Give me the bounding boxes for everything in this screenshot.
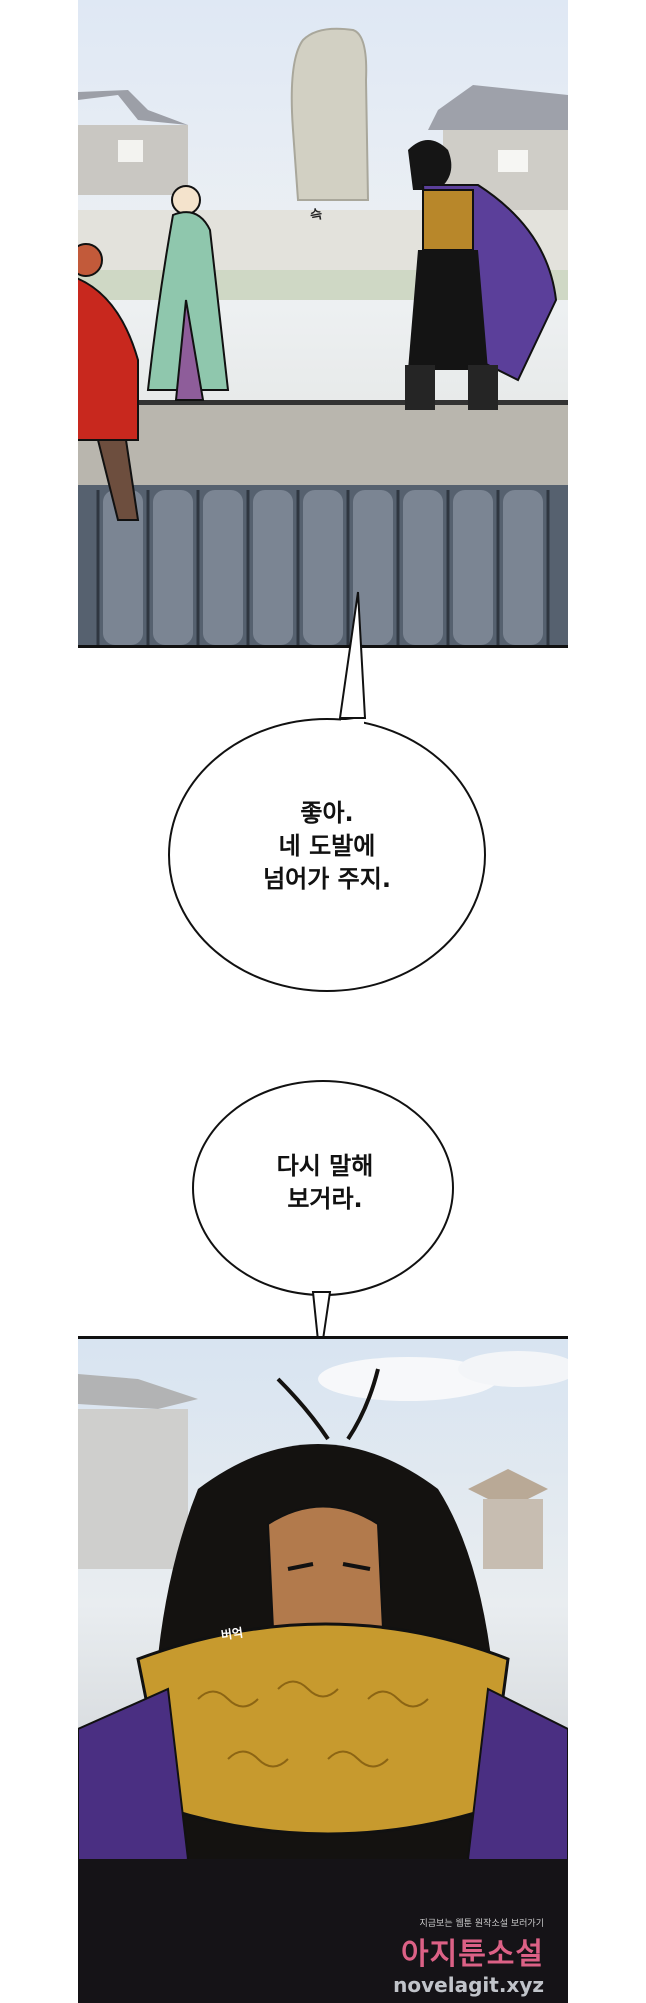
bubble-2-text: 다시 말해 보거라. (276, 1152, 374, 1213)
panel-rooftop (78, 0, 568, 648)
sfx-grunt: 버억 (220, 1625, 245, 1643)
panel-closeup: 버억 지금보는 웹툰 원작소설 보러가기 아지툰소설 novelagit.xyz (78, 1336, 568, 2003)
watermark-tagline: 지금보는 웹툰 원작소설 보러가기 (419, 1919, 544, 1929)
closeup-illustration (78, 1351, 568, 2003)
watermark-url: novelagit.xyz (393, 1973, 544, 1997)
watermark-brand: 아지툰소설 (401, 1937, 544, 1972)
rooftop-illustration (78, 27, 568, 645)
bubble-1-text: 좋아. 네 도발에 넘어가 주지. (263, 799, 391, 893)
watermark: 지금보는 웹툰 원작소설 보러가기 아지툰소설 novelagit.xyz (393, 1916, 544, 1997)
